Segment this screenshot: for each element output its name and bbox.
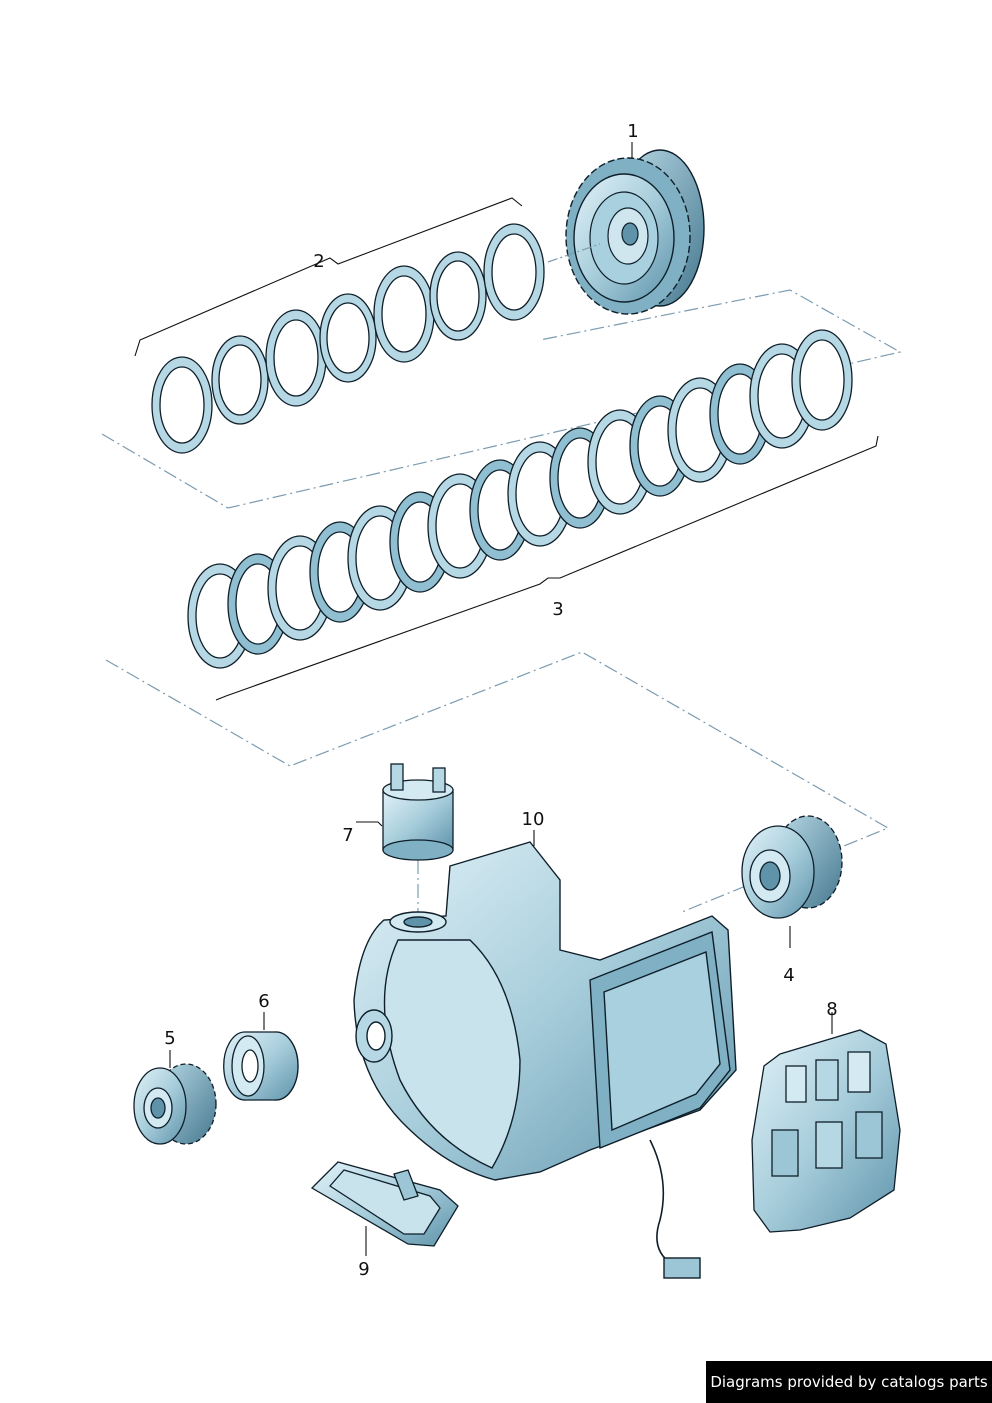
- bracket-2: [134, 197, 523, 357]
- callout-2: 2: [313, 251, 325, 272]
- watermark-banner: Diagrams provided by catalogs parts: [706, 1361, 992, 1403]
- callout-4: 4: [783, 965, 795, 986]
- disc-2c: [265, 309, 327, 407]
- part-1-gear-drum: [547, 149, 705, 315]
- disc-2d: [319, 293, 377, 383]
- bracket-3: [215, 435, 879, 701]
- callout-9: 9: [358, 1259, 370, 1280]
- leader-lines: [169, 142, 833, 1256]
- part-5-roller-bearing: [133, 1063, 217, 1145]
- disc-2f: [429, 251, 487, 341]
- part-4-spur-gear: [741, 815, 843, 919]
- part-7-filter-housing: [382, 763, 454, 861]
- callout-7: 7: [342, 825, 354, 846]
- callout-6: 6: [258, 991, 270, 1012]
- callout-1: 1: [627, 121, 639, 142]
- callout-8: 8: [826, 999, 838, 1020]
- disc-2b: [211, 335, 269, 425]
- callout-10: 10: [521, 809, 545, 830]
- disc-2g: [483, 223, 545, 321]
- part-2-clutch-discs: [151, 223, 545, 454]
- callout-3: 3: [552, 599, 564, 620]
- disc-2a: [151, 356, 213, 454]
- part-6-bushing: [223, 1031, 299, 1101]
- part-10-transmission-housing: [353, 841, 737, 1279]
- group-brackets: [134, 197, 879, 701]
- part-3-clutch-pack: [187, 329, 853, 669]
- disc-2e: [373, 265, 435, 363]
- part-8-valve-body: [751, 1029, 901, 1233]
- part-9-oil-strainer: [310, 1161, 459, 1247]
- callout-5: 5: [164, 1028, 176, 1049]
